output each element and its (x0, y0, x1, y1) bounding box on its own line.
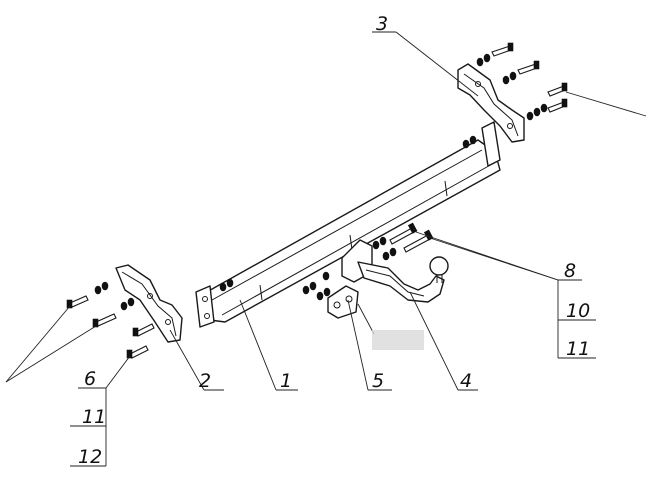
left-bolts (66, 281, 155, 359)
part-label-3: 3 (376, 13, 388, 35)
part-label-8: 8 (564, 260, 576, 282)
part-label-11-right: 11 (566, 338, 590, 360)
beam-nuts (219, 135, 477, 292)
tow-ball-hook (357, 256, 449, 303)
part-label-6: 6 (84, 368, 96, 390)
part-label-2: 2 (199, 370, 211, 392)
right-bolts (476, 42, 568, 121)
part-label-5: 5 (372, 370, 384, 392)
right-side-bracket (457, 63, 525, 143)
crossbar-left-end-plate (195, 285, 215, 328)
part-label-12: 12 (78, 446, 102, 468)
part-label-11-left: 11 (82, 406, 106, 428)
part-label-1: 1 (280, 370, 292, 392)
crossbar-right-end-plate (481, 121, 501, 167)
center-nuts-left (302, 271, 331, 301)
center-long-bolts (372, 222, 434, 261)
blurred-watermark-patch (372, 330, 424, 350)
part-label-4: 4 (460, 370, 472, 392)
left-side-bracket (115, 264, 183, 343)
leader-lines (5, 31, 647, 467)
part-label-10: 10 (566, 300, 590, 322)
